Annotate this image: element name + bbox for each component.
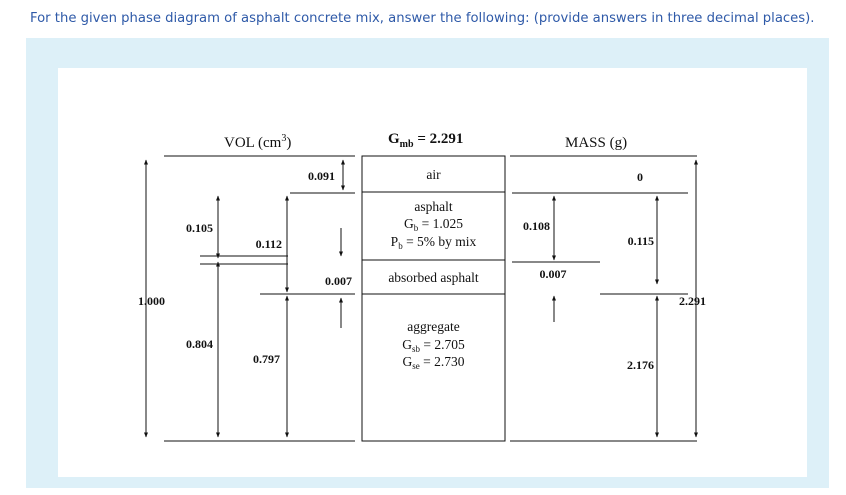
- absorbed-mass-value: 0.007: [540, 267, 567, 281]
- horizontal-lines: [164, 155, 697, 442]
- aggregate-gse: Gse = 2.730: [403, 354, 465, 371]
- effective-asphalt-mass-value: 0.115: [628, 234, 654, 248]
- asphalt-gb: Gb = 1.025: [404, 216, 463, 233]
- aggregate-total-volume-value: 0.804: [186, 337, 213, 351]
- dimension-arrows: [144, 159, 698, 438]
- aggregate-box: [361, 293, 506, 442]
- absorbed-volume-value: 0.007: [325, 274, 352, 288]
- air-label: air: [426, 167, 441, 182]
- vol-header: VOL (cm3): [224, 133, 291, 151]
- air-mass-value: 0: [637, 170, 643, 184]
- mass-header: MASS (g): [565, 135, 627, 151]
- total-asphalt-mass-value: 0.108: [523, 219, 550, 233]
- aggregate-net-volume-value: 0.797: [253, 352, 280, 366]
- aggregate-label: aggregate: [407, 319, 459, 334]
- air-volume-value: 0.091: [308, 169, 335, 183]
- total-volume-value: 1.000: [138, 294, 165, 308]
- aggregate-mass-value: 2.176: [627, 358, 654, 372]
- phase-diagram-figure: [58, 68, 807, 477]
- aggregate-gsb: Gsb = 2.705: [402, 337, 465, 354]
- gmb-header: Gmb = 2.291: [388, 131, 463, 150]
- effective-asphalt-volume-value: 0.112: [256, 237, 282, 251]
- asphalt-pb: Pb = 5% by mix: [391, 234, 477, 251]
- total-asphalt-volume-value: 0.105: [186, 221, 213, 235]
- asphalt-label: asphalt: [414, 199, 452, 214]
- total-mass-value: 2.291: [679, 294, 706, 308]
- question-text: For the given phase diagram of asphalt c…: [30, 11, 815, 26]
- phase-boxes: [361, 155, 506, 442]
- absorbed-label: absorbed asphalt: [388, 270, 479, 285]
